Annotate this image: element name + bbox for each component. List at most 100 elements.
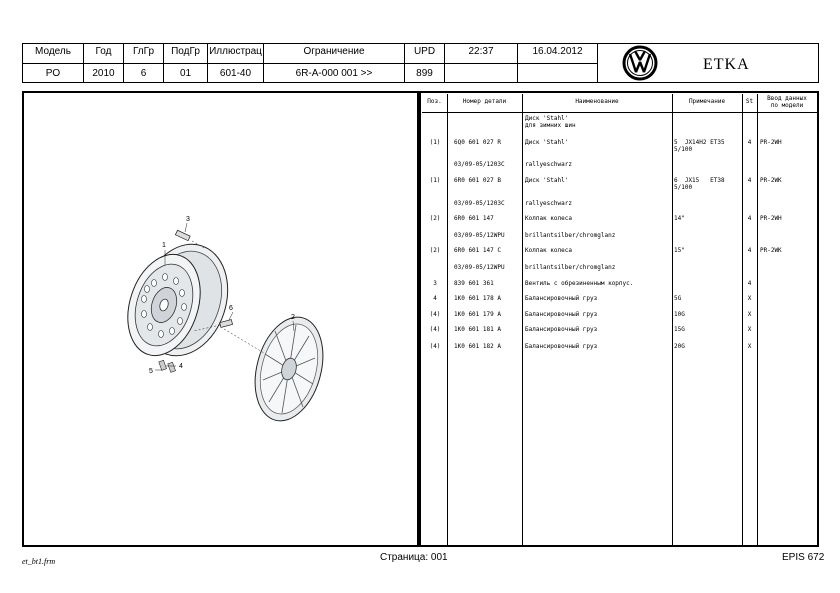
header-bar: Модель PO Год 2010 ГлГр 6 ПодГр 01 Иллюс… [22, 43, 819, 83]
cell-part: 6Q0 601 027 R [454, 139, 501, 146]
header-pos: Поз. [427, 98, 442, 105]
cell-name: rallyeschwarz [525, 200, 572, 207]
cell-name: Диск 'Stahl' [525, 139, 569, 146]
cell-qty: X [747, 295, 752, 302]
cell-part: 6R0 601 027 B [454, 177, 501, 184]
header-model-input: Ввод данных по модели [757, 95, 817, 109]
time-value: 22:37 [468, 46, 494, 57]
group-value: 6 [140, 68, 147, 79]
cell-note: 5/100 [674, 146, 693, 153]
cell-model: PR-2WK [760, 247, 782, 254]
cell-qty: 4 [747, 177, 752, 184]
cell-name: для зимних шин [525, 122, 576, 129]
brand-name: ETKA [703, 56, 750, 73]
cell-name: brillantsilber/chromglanz [525, 264, 616, 271]
cell-name: Балансировочный груз [525, 343, 598, 350]
parts-table-panel [419, 91, 819, 547]
callout-2: 2 [291, 314, 295, 321]
upd-value: 899 [416, 68, 433, 79]
col-divider [447, 94, 448, 545]
cell-model: PR-2WH [760, 139, 782, 146]
year-value: 2010 [92, 68, 115, 79]
header-time: 22:37 [445, 44, 518, 82]
header-name: Наименование [575, 98, 619, 105]
header-subgroup: ПодГр 01 [164, 44, 208, 82]
header-upd: UPD 899 [405, 44, 445, 82]
cell-pos: (1) [429, 177, 441, 184]
cell-model: PR-2WK [760, 177, 782, 184]
callout-1: 1 [162, 242, 166, 249]
subgroup-label: ПодГр [171, 46, 200, 57]
cell-part: 6R0 601 147 C [454, 247, 501, 254]
cell-pos: (2) [429, 247, 441, 254]
cell-name: Балансировочный груз [525, 295, 598, 302]
cell-pos: (1) [429, 139, 441, 146]
callout-4: 4 [179, 363, 183, 370]
steel-wheel-drawing [127, 243, 229, 357]
cell-pos: 4 [433, 295, 437, 302]
table-header: Поз. Номер детали Наименование Примечани… [422, 94, 817, 113]
cell-part: 03/09-05/1203C [454, 200, 505, 207]
cell-qty: 4 [747, 247, 752, 254]
subgroup-value: 01 [179, 68, 192, 79]
year-label: Год [95, 46, 112, 57]
illustration-panel: 1 2 3 4 5 6 [22, 91, 419, 547]
upd-label: UPD [413, 46, 436, 57]
cell-name: Вентиль с обрезиненным корпус. [525, 280, 634, 287]
cell-note: 10G [674, 311, 685, 318]
callout-3: 3 [186, 216, 190, 223]
header-restriction: Ограничение 6R-A-000 001 >> [264, 44, 405, 82]
footer-filename: et_bt1.frm [22, 557, 56, 566]
cell-pos: (4) [429, 311, 441, 318]
callout-6: 6 [229, 305, 233, 312]
header-model: Модель PO [23, 44, 84, 82]
illustration-label: Иллюстрац [209, 46, 262, 57]
cell-name: rallyeschwarz [525, 161, 572, 168]
header-qty: St [745, 98, 754, 105]
cell-note: 5 JX14H2 ET35 [674, 139, 725, 146]
col-divider [742, 94, 743, 545]
model-value: PO [45, 68, 61, 79]
cell-qty: 4 [747, 280, 752, 287]
wheel-diagram: 1 2 3 4 5 6 [127, 216, 324, 422]
cell-qty: X [747, 311, 752, 318]
cell-qty: X [747, 343, 752, 350]
callout-5: 5 [149, 368, 153, 375]
cell-qty: X [747, 326, 752, 333]
cell-pos: 3 [433, 280, 437, 287]
cell-name: Колпак колеса [525, 215, 572, 222]
vw-logo-icon [622, 45, 658, 81]
restriction-value: 6R-A-000 001 >> [295, 68, 373, 79]
header-group: ГлГр 6 [124, 44, 164, 82]
cell-model: PR-2WH [760, 215, 782, 222]
cell-part: 03/09-05/12WPU [454, 232, 505, 239]
cell-note: 20G [674, 343, 685, 350]
cell-qty: 4 [747, 215, 752, 222]
cell-name: Балансировочный груз [525, 326, 598, 333]
cell-note: 15" [674, 247, 685, 254]
col-divider [672, 94, 673, 545]
header-note: Примечание [688, 98, 726, 105]
cell-note: 5/100 [674, 184, 693, 191]
cell-name: Балансировочный груз [525, 311, 598, 318]
header-model-input-line2: по модели [770, 102, 804, 109]
cell-note: 14" [674, 215, 685, 222]
cell-name: Диск 'Stahl' [525, 177, 569, 184]
cell-part: 1K0 601 179 A [454, 311, 501, 318]
hub-cap-drawing [254, 316, 324, 422]
cell-part: 1K0 601 181 A [454, 326, 501, 333]
header-year: Год 2010 [84, 44, 124, 82]
header-divider [23, 63, 598, 64]
illustration-value: 601-40 [219, 68, 252, 79]
cell-part: 6R0 601 147 [454, 215, 494, 222]
col-divider [522, 94, 523, 545]
balance-weight-drawing [158, 359, 176, 373]
date-value: 16.04.2012 [532, 46, 583, 57]
cell-note: 5G [674, 295, 682, 302]
parts-table: Поз. Номер детали Наименование Примечани… [422, 94, 817, 545]
group-label: ГлГр [132, 46, 155, 57]
bolt-drawing [193, 319, 265, 354]
cell-note: 6 JX15 ET38 [674, 177, 725, 184]
cell-part: 839 601 361 [454, 280, 494, 287]
cell-pos: (2) [429, 215, 441, 222]
